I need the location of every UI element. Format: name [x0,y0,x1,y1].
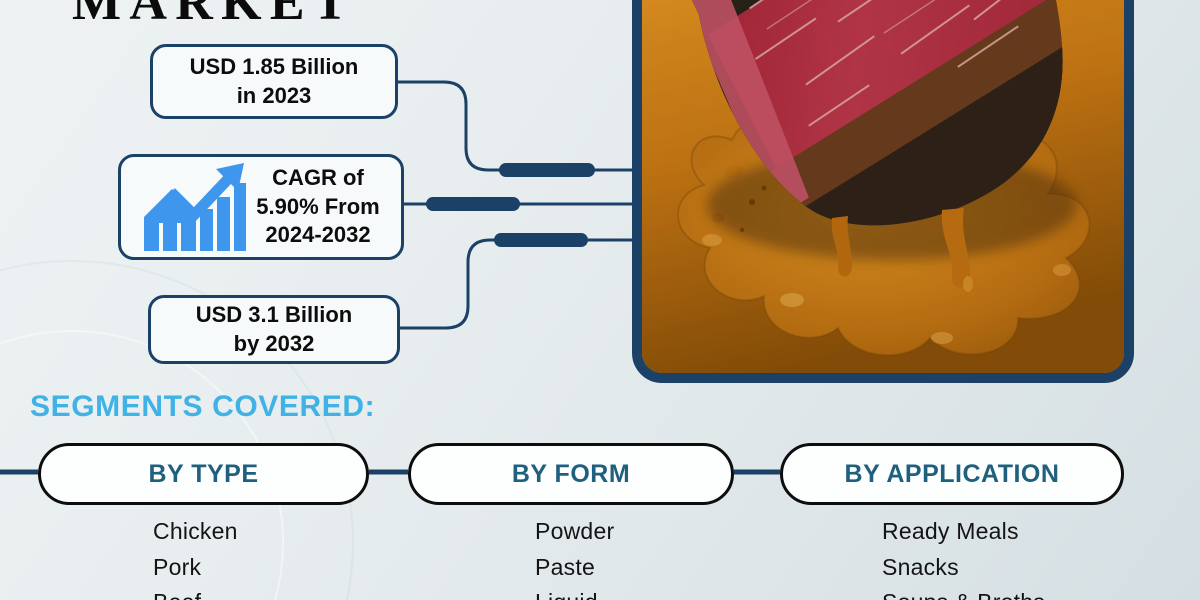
stat-line: 2024-2032 [265,222,371,248]
list-item: Beef [153,585,238,600]
growth-chart-icon [144,163,247,251]
stat-line: USD 1.85 Billion [189,53,359,79]
stat-box-value-2032: USD 3.1 Billion by 2032 [148,295,400,364]
list-item: Paste [535,553,595,580]
segment-list-by-type: Chicken Pork Beef [153,514,238,600]
stat-box-cagr: CAGR of 5.90% From 2024-2032 [118,154,404,260]
list-item: Powder [535,518,615,544]
list-item: Ready Meals [882,518,1019,544]
stat-line: in 2023 [236,82,312,108]
list-item: Soups & Broths [882,585,1045,600]
segments-heading: SEGMENTS COVERED: [30,390,376,423]
segment-header-by-application: BY APPLICATION [780,443,1124,505]
segment-list-by-application: Ready Meals Snacks Soups & Broths [882,514,1045,600]
stat-line: USD 3.1 Billion [195,301,353,327]
segment-header-by-form: BY FORM [408,443,734,505]
segment-header-by-type: BY TYPE [38,443,369,505]
stat-line: by 2032 [233,330,315,356]
stat-box-value-2023: USD 1.85 Billion in 2023 [150,44,398,119]
list-item: Pork [153,553,202,580]
list-item: Snacks [882,553,959,580]
page-title: MARKET [72,0,356,31]
steak-photo [632,0,1134,383]
stat-line: 5.90% From [256,193,380,219]
list-item: Chicken [153,518,238,544]
stat-line: CAGR of [272,165,364,191]
segment-list-by-form: Powder Paste Liquid [535,514,614,600]
list-item: Liquid [535,585,614,600]
